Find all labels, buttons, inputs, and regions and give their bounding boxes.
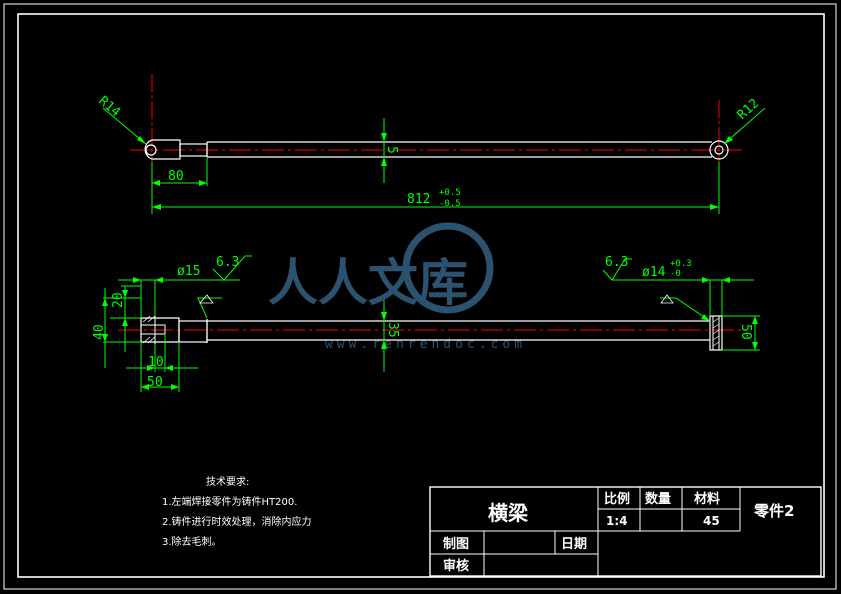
length-812-label: 812 bbox=[407, 192, 430, 207]
watermark-url: www.renrendoc.com bbox=[325, 337, 526, 352]
height-35-label: 35 bbox=[385, 322, 400, 338]
hatch bbox=[712, 317, 720, 347]
width-50-label: 50 bbox=[147, 375, 163, 390]
diameter-left-label: ø15 bbox=[177, 264, 200, 279]
dia-right-tol-lower: -0 bbox=[670, 269, 681, 279]
height-right-50-label: 50 bbox=[738, 324, 753, 340]
material-label: 材料 bbox=[694, 491, 720, 507]
width-10-label: 10 bbox=[148, 355, 164, 370]
roughness-left-label: 6.3 bbox=[216, 255, 239, 270]
part-number: 零件2 bbox=[753, 502, 794, 520]
scale-value: 1:4 bbox=[606, 514, 628, 528]
diameter-right-label: ø14 bbox=[642, 265, 666, 280]
note-item-1: 1.左端焊接零件为铸件HT200. bbox=[162, 495, 297, 508]
inner-border bbox=[17, 13, 825, 578]
note-item-2: 2.铸件进行时效处理，消除内应力 bbox=[162, 515, 312, 528]
radius-left-label: R14 bbox=[95, 94, 123, 121]
scale-label: 比例 bbox=[604, 491, 630, 507]
side-view: 20 40 ø15 6.3 10 50 35 bbox=[92, 255, 760, 392]
thickness-label: 5 bbox=[384, 146, 399, 154]
title-block bbox=[429, 486, 822, 577]
tol-upper: +0.5 bbox=[439, 188, 461, 198]
height-20-label: 20 bbox=[111, 292, 126, 308]
date-label: 日期 bbox=[561, 537, 587, 552]
note-item-3: 3.除去毛刺。 bbox=[162, 535, 222, 548]
watermark-text: 人人文库 bbox=[268, 254, 468, 312]
checked-label: 审核 bbox=[443, 558, 469, 574]
height-40-label: 40 bbox=[92, 324, 107, 340]
top-view: R14 R12 5 80 812 +0.5 -0.5 bbox=[95, 74, 766, 214]
right-hole bbox=[714, 145, 724, 155]
watermark: 人人文库 www.renrendoc.com bbox=[268, 222, 526, 352]
dia-right-tol-upper: +0.3 bbox=[670, 259, 692, 269]
roughness-right-label: 6.3 bbox=[605, 255, 628, 270]
notes-title: 技术要求: bbox=[206, 475, 249, 488]
part-name: 横梁 bbox=[488, 501, 529, 525]
material-value: 45 bbox=[703, 514, 720, 528]
outer-border bbox=[3, 3, 837, 590]
technical-notes: 技术要求: 1.左端焊接零件为铸件HT200. 2.铸件进行时效处理，消除内应力… bbox=[162, 475, 312, 548]
title-block-text: 横梁 比例 数量 材料 1:4 45 零件2 制图 日期 审核 bbox=[443, 491, 794, 574]
radius-right-label: R12 bbox=[735, 96, 762, 123]
drawn-label: 制图 bbox=[443, 536, 469, 552]
length-80-label: 80 bbox=[168, 169, 184, 184]
quantity-label: 数量 bbox=[645, 491, 671, 507]
tol-lower: -0.5 bbox=[439, 199, 461, 209]
left-hole bbox=[145, 144, 157, 156]
